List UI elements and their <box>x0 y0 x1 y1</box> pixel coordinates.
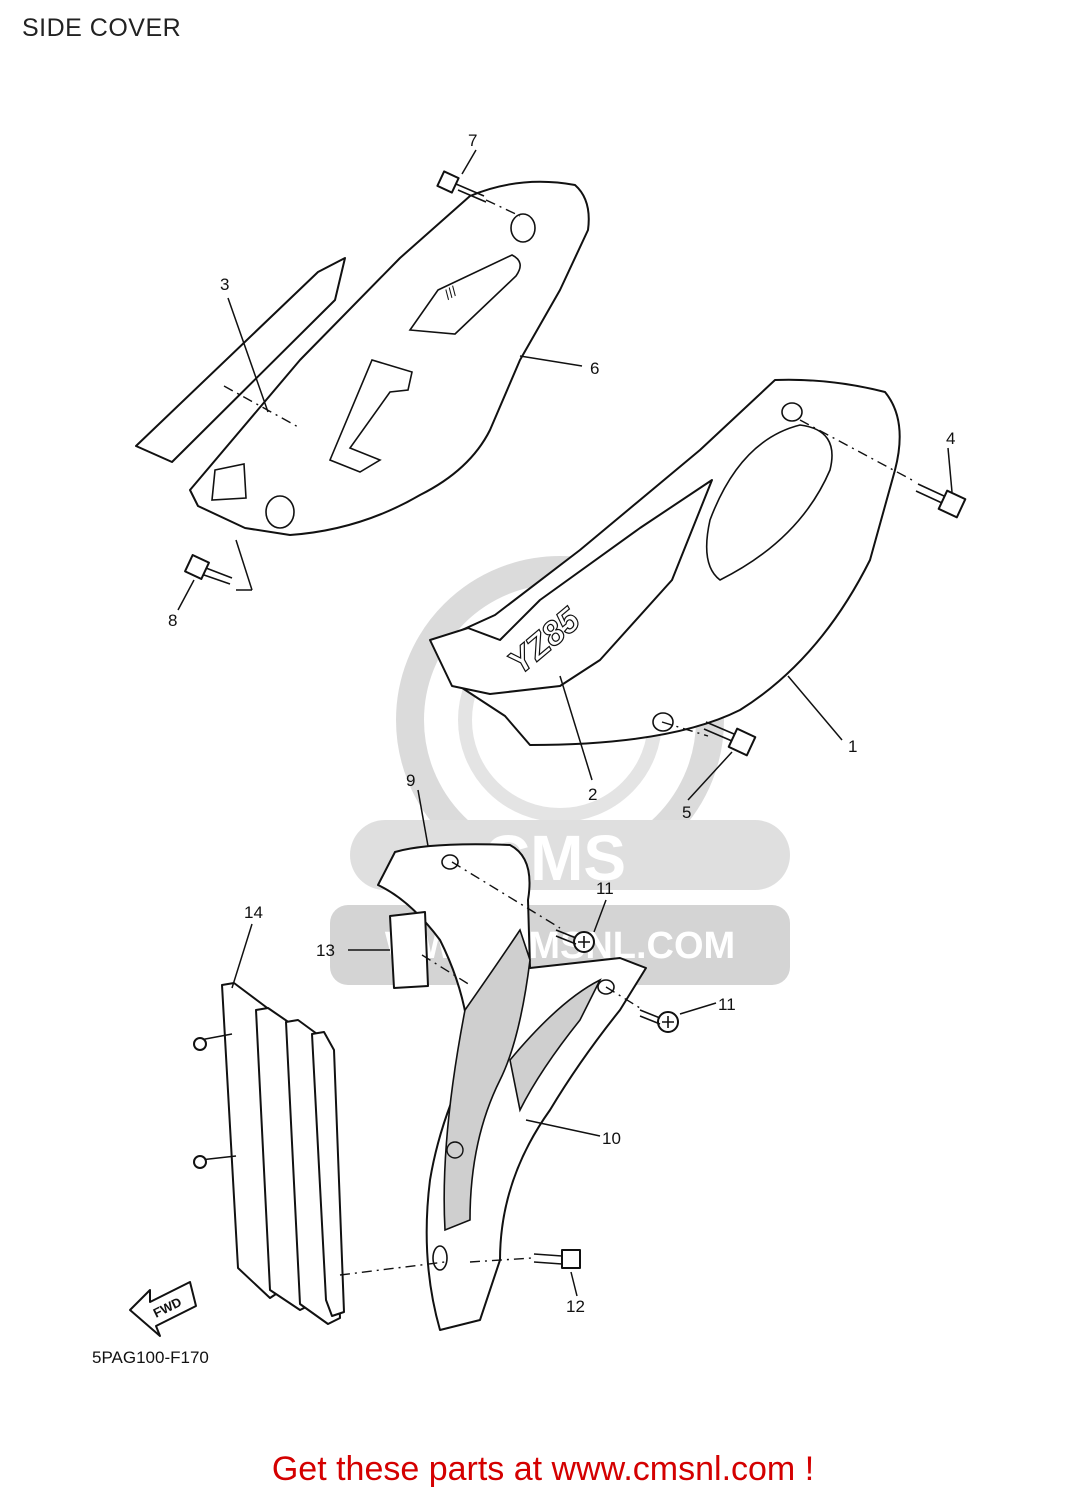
page-title: SIDE COVER <box>22 14 182 42</box>
callout-12: 12 <box>566 1297 585 1316</box>
callout-1: 1 <box>848 737 857 756</box>
part-2-graphic: YZ85 <box>429 479 713 695</box>
part-3-decal <box>135 257 346 463</box>
drawing-code: 5PAG100-F170 <box>92 1348 209 1367</box>
screw-11a-icon <box>555 929 595 953</box>
bolt-12-icon <box>533 1249 581 1269</box>
callout-10: 10 <box>602 1129 621 1148</box>
callout-9: 9 <box>406 771 415 790</box>
callout-7: 7 <box>468 131 477 150</box>
screw-11b-icon <box>639 1009 679 1033</box>
bolt-4-icon <box>915 483 967 519</box>
callout-14: 14 <box>244 903 263 922</box>
callout-13: 13 <box>316 941 335 960</box>
fwd-arrow-icon: FWD <box>129 1281 197 1337</box>
callout-5: 5 <box>682 803 691 822</box>
callout-2: 2 <box>588 785 597 804</box>
bolt-7-icon <box>436 170 487 203</box>
callout-11a: 11 <box>596 879 614 898</box>
callout-6: 6 <box>590 359 599 378</box>
bolt-5-icon <box>703 721 757 757</box>
bolt-8-icon <box>184 554 233 585</box>
part-6-upper-cover: /// <box>189 180 590 536</box>
part-10-shroud <box>377 843 647 1331</box>
part-14-louvre <box>193 982 345 1325</box>
callout-8: 8 <box>168 611 177 630</box>
callout-4: 4 <box>946 429 955 448</box>
footer-link-text[interactable]: Get these parts at www.cmsnl.com ! <box>271 1450 815 1488</box>
part-13-pad <box>389 911 429 989</box>
callout-3: 3 <box>220 275 229 294</box>
callout-11b: 11 <box>718 995 736 1014</box>
